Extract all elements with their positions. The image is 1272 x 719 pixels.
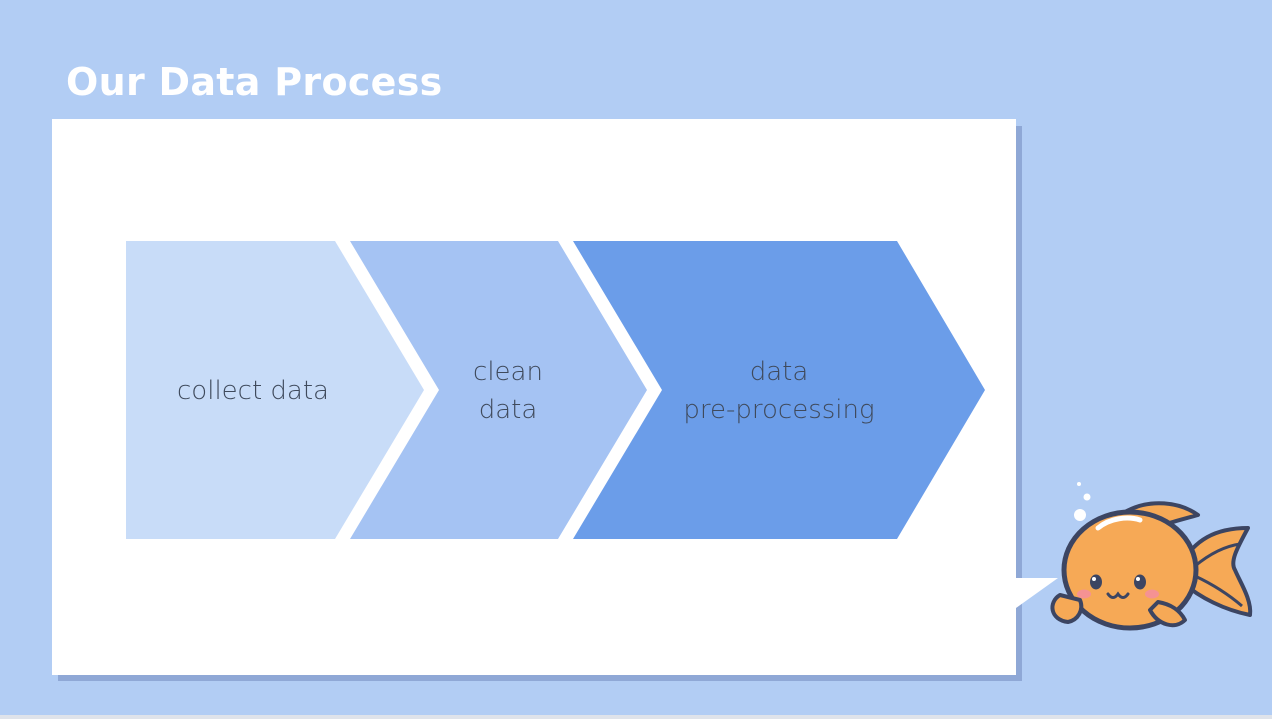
process-step-2-label: clean data bbox=[473, 357, 543, 425]
process-step-3-label: data pre-processing bbox=[683, 357, 875, 425]
process-step-3-arrow bbox=[573, 241, 985, 539]
slide-title: Our Data Process bbox=[66, 60, 443, 104]
speech-tail bbox=[1016, 578, 1058, 608]
process-step-1-arrow bbox=[126, 241, 424, 539]
bottom-divider bbox=[0, 715, 1272, 719]
process-step-2-arrow bbox=[350, 241, 647, 539]
goldfish-mascot-icon bbox=[1050, 482, 1253, 631]
process-step-1-label: collect data bbox=[177, 376, 329, 406]
